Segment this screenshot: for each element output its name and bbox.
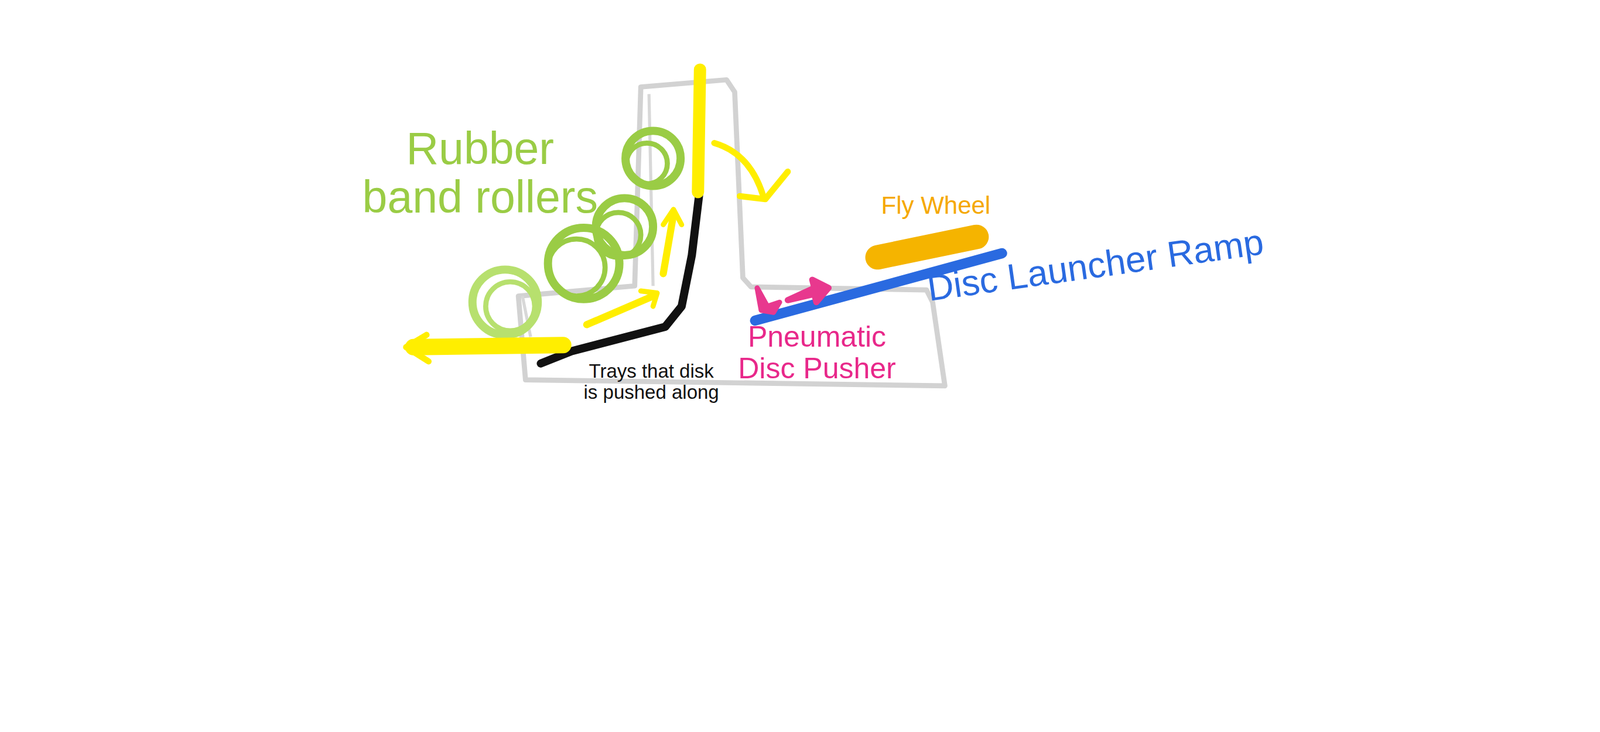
flywheel — [877, 237, 977, 258]
part-label: Rubber band rollers — [356, 124, 605, 222]
part-label: Fly Wheel — [881, 192, 991, 219]
note-label: Trays that disk is pushed along — [581, 360, 722, 403]
pneumatic-pusher — [757, 279, 829, 313]
part-label: Pneumatic Disc Pusher — [734, 320, 899, 385]
robot-outline — [518, 79, 945, 386]
